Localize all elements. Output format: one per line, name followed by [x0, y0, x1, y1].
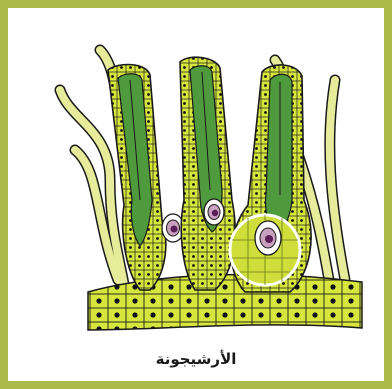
base-tissue [88, 275, 362, 330]
archegonium-middle [180, 57, 235, 290]
figure-caption: الأرشيجونة [0, 350, 392, 368]
zygote-highlight [230, 215, 300, 285]
